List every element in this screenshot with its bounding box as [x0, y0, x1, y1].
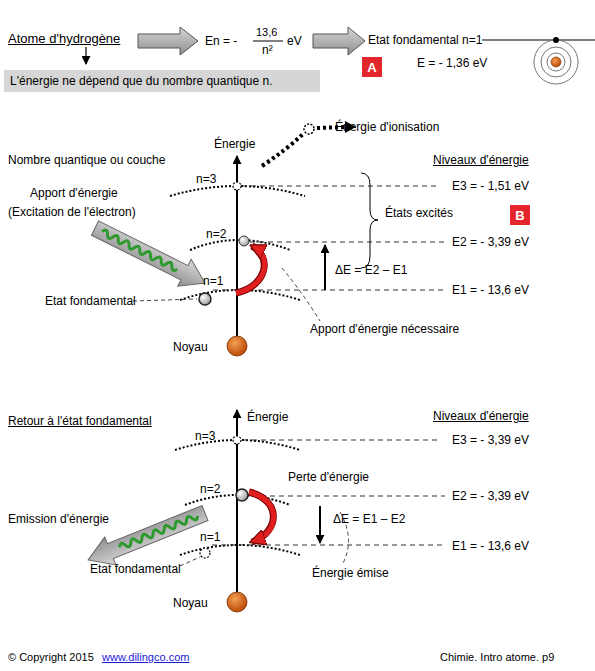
axis-label: Énergie: [247, 410, 288, 424]
photon-wave: [101, 229, 179, 272]
orbit: [541, 47, 571, 77]
red-arrow-outline: [249, 492, 273, 542]
note-label: Énergie émise: [312, 566, 389, 580]
nucleus: [227, 336, 247, 356]
heading-label: Atome d'hydrogène: [8, 32, 120, 46]
note-label: États excités: [385, 206, 453, 220]
note-label: (Excitation de l'électron): [8, 205, 136, 219]
formula-part: n²: [262, 43, 273, 57]
fraction-bar: [253, 41, 283, 42]
block-arrow: [313, 27, 365, 55]
copyright-note: © Copyright 2015: [8, 650, 94, 664]
note-label: Perte d'énergie: [288, 470, 369, 484]
info-box: L'énergie ne dépend que du nombre quanti…: [4, 70, 320, 92]
energy-value: E2 = - 3,39 eV: [452, 489, 529, 503]
electron: [233, 436, 241, 444]
photon-wave: [119, 513, 199, 550]
electron: [236, 489, 248, 501]
column-heading: Niveaux d'énergie: [433, 153, 529, 167]
quantum-number: n=2: [200, 482, 220, 496]
box-text: A: [367, 60, 376, 75]
brace: [361, 173, 378, 268]
quantum-number: n=2: [206, 227, 226, 241]
formula-part: eV: [287, 34, 302, 48]
ionisation-label: Énergie d'ionisation: [335, 120, 439, 134]
website-link: www.dilingco.com: [102, 650, 189, 664]
leader-line: [133, 299, 197, 301]
quantum-number: n=1: [200, 530, 220, 544]
energy-value: E3 = - 1,51 eV: [452, 179, 529, 193]
orbit-arc: [180, 545, 300, 555]
down-arrow: [85, 47, 86, 64]
state-label: Etat fondamental: [45, 294, 136, 308]
electron: [199, 293, 211, 305]
leader-line: [282, 268, 320, 321]
level-line: [242, 186, 440, 187]
level-line: [482, 40, 595, 41]
axis-label: Énergie: [214, 137, 255, 151]
quantum-number: n=3: [195, 429, 215, 443]
orbit: [547, 53, 565, 71]
delta-arrow: [319, 506, 321, 543]
energy-value: E1 = - 13,6 eV: [452, 283, 529, 297]
electron: [200, 548, 210, 558]
level-line: [212, 545, 445, 546]
heading-label: Retour à l'état fondamental: [8, 414, 152, 428]
energy-value: E = - 1,36 eV: [417, 56, 487, 70]
box-text: L'énergie ne dépend que du nombre quanti…: [10, 74, 273, 88]
red-curved-arrow: [236, 247, 265, 293]
red-arrow-outline: [236, 246, 264, 293]
electron: [239, 236, 249, 246]
marker-square: B: [510, 205, 530, 225]
nucleus-label: Noyau: [173, 596, 208, 610]
box-text: B: [515, 208, 524, 223]
energy-value: E2 = - 3,39 eV: [452, 235, 529, 249]
orbit: [534, 40, 578, 84]
energy-value: E1 = - 13,6 eV: [452, 539, 529, 553]
quantum-number: n=1: [203, 274, 223, 288]
page-footer: Chimie. Intro atome. p9: [440, 650, 554, 664]
marker-square: A: [362, 57, 382, 77]
formula-part: En = -: [205, 34, 237, 48]
column-heading: Niveaux d'énergie: [433, 409, 529, 423]
nucleus: [551, 57, 561, 67]
delta-arrow: [324, 245, 326, 290]
red-curved-arrow: [249, 492, 274, 541]
quantum-number: n=3: [196, 172, 216, 186]
note-label: Apport d'énergie nécessaire: [310, 322, 459, 336]
ionisation-path: [262, 134, 303, 166]
state-label: Etat fondamental: [90, 562, 181, 576]
note-label: Apport d'énergie: [30, 186, 118, 200]
block-arrow: [88, 215, 211, 297]
nucleus-label: Noyau: [173, 340, 208, 354]
leader-line: [180, 557, 200, 566]
nucleus: [227, 592, 247, 612]
electron: [553, 37, 559, 43]
block-arrow: [138, 27, 198, 55]
level-line: [252, 496, 445, 497]
energy-value: E3 = - 3,39 eV: [452, 433, 529, 447]
excitation-arrow: [88, 215, 211, 297]
delta-label: ΔE = E1 – E2: [333, 512, 405, 526]
delta-label: ΔE = E2 – E1: [335, 263, 407, 277]
level-line: [250, 242, 445, 243]
formula-part: 13,6: [256, 25, 277, 39]
state-label: Etat fondamental n=1: [368, 33, 482, 47]
note-label: Emission d'énergie: [8, 512, 109, 526]
note-label: Nombre quantique ou couche: [8, 153, 165, 167]
level-line: [243, 440, 440, 441]
electron: [304, 124, 314, 134]
electron: [233, 182, 241, 190]
